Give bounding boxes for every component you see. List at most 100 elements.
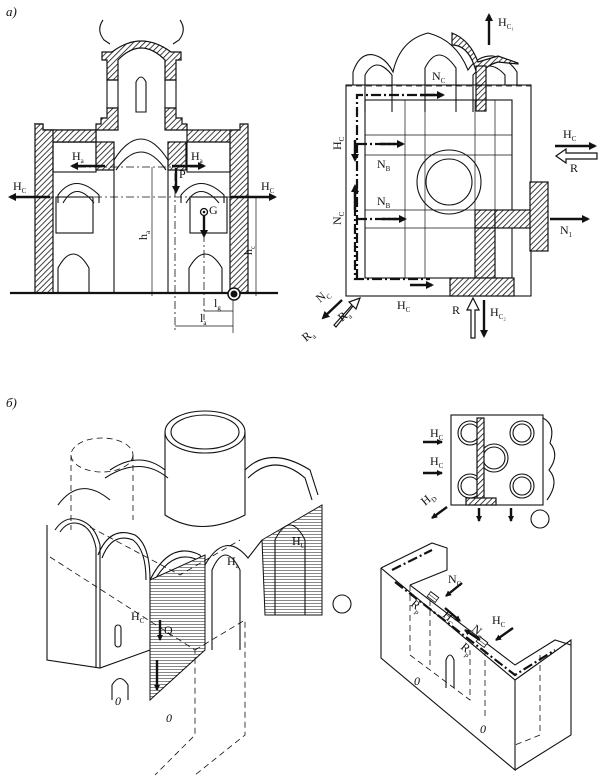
door-left xyxy=(57,253,90,293)
apse-left-inner xyxy=(364,64,393,112)
hatched-pier-2 xyxy=(494,209,533,229)
plan-outline xyxy=(345,84,532,297)
mini-column-4 xyxy=(509,473,535,499)
panel-a-plan: HC₁ NC HC NB NB NC HC R N1 HC R HC₂ NC R… xyxy=(299,13,598,346)
label-hc1: HC₁ xyxy=(498,15,514,31)
fragment-force-path xyxy=(391,549,556,677)
fragment-top-left xyxy=(380,542,448,586)
hatched-wall-right xyxy=(529,181,549,252)
mini-view-circle xyxy=(530,509,550,529)
arrow-nc-corner xyxy=(321,299,343,320)
fragment-right-face xyxy=(380,567,572,771)
side-arch-right-inner xyxy=(185,190,220,204)
apse-pier-hatched xyxy=(475,65,487,112)
drum-base-right xyxy=(164,107,188,131)
panel-a-section: а) xyxy=(6,4,278,333)
main-drum-inner xyxy=(170,414,240,450)
drum-top-wall xyxy=(101,40,182,81)
window-left xyxy=(55,196,94,234)
label-zero-2: 0 xyxy=(166,711,172,725)
panel-a-label: а) xyxy=(6,4,17,19)
fragment-hidden-edges xyxy=(409,585,541,746)
label-ha-axo: Ha xyxy=(227,554,240,570)
label-hc-axo-right: HC xyxy=(292,534,306,550)
centroid-g-dot xyxy=(202,210,206,214)
main-drum-body xyxy=(164,432,246,528)
arrow-r-right-hollow xyxy=(554,147,598,165)
label-hc-dimension: hc xyxy=(241,246,257,255)
arrow-fragment-nc-1 xyxy=(445,582,463,597)
back-arch-2b xyxy=(247,464,313,501)
door-right xyxy=(188,253,223,293)
apse-center-inner xyxy=(424,54,457,112)
facade-door xyxy=(111,677,129,700)
hatched-pier-3 xyxy=(474,227,496,279)
dome-ring-inner xyxy=(425,158,473,206)
side-arch-left xyxy=(57,182,100,203)
label-ha-right: Ha xyxy=(191,149,204,165)
mini-column-1-inner xyxy=(460,423,480,443)
drum-column-right xyxy=(164,79,177,109)
label-mini-hc-1: HC xyxy=(430,426,444,442)
drum-window xyxy=(135,76,147,113)
panel-b-mini-plan: HC HC HD xyxy=(418,414,556,529)
plan-inner-outline xyxy=(364,99,513,279)
arrow-r-bottom-hollow xyxy=(466,296,480,339)
back-arch-2 xyxy=(244,457,319,496)
label-fragment-zero-1: 0 xyxy=(414,674,420,688)
back-arch-3 xyxy=(57,488,111,506)
label-zero-1: 0 xyxy=(115,694,121,708)
label-ha-left: Ha xyxy=(72,149,85,165)
label-nb-upper: NB xyxy=(377,157,391,173)
force-path-nc-outer xyxy=(355,93,440,279)
label-hc-right-plan: HC xyxy=(563,127,577,143)
mini-column-2-inner xyxy=(512,423,532,443)
drum-base-left xyxy=(95,107,119,131)
phantom-drum-top xyxy=(70,437,134,473)
label-hc-bottom: HC xyxy=(397,298,411,314)
panel-b-wall-fragment: NC HC HC NC Rр Rр 0 0 xyxy=(380,542,572,772)
fragment-inner-edge xyxy=(409,584,572,666)
label-nc-corner: NC xyxy=(313,286,334,307)
front-left-facade xyxy=(46,525,151,669)
force-path-nc-lower xyxy=(353,188,430,281)
label-lg: lg xyxy=(214,296,221,312)
arch-front-3 xyxy=(149,550,206,581)
label-hc2: HC₂ xyxy=(490,305,506,321)
arrow-ra-hollow xyxy=(333,296,362,328)
pivot-point-inner xyxy=(230,290,238,298)
arrow-fragment-hc-2 xyxy=(495,627,514,641)
central-arch-inner xyxy=(115,151,167,171)
hatched-side-wall-1 xyxy=(149,554,206,702)
arch-front-2 xyxy=(97,531,151,581)
label-q: Q xyxy=(164,623,173,637)
hatched-wall-bottom xyxy=(449,277,515,297)
pier-cap-left xyxy=(95,141,115,171)
label-fragment-nc-1: NC xyxy=(448,572,462,588)
mini-plan-hatched-strip xyxy=(476,417,485,505)
outer-wall-right xyxy=(229,123,249,294)
label-nc-top: NC xyxy=(432,69,446,85)
side-arch-left-inner xyxy=(62,190,95,204)
fragment-front-face xyxy=(380,568,516,772)
apse-outer xyxy=(352,32,518,85)
back-arch-1b xyxy=(104,466,169,479)
label-mini-hc-2: HC xyxy=(430,454,444,470)
section-cut-top xyxy=(89,526,241,576)
arch-connector xyxy=(204,539,263,568)
label-ra-2: Ra xyxy=(299,326,318,346)
panel-b-label: б) xyxy=(6,395,17,410)
facade-window xyxy=(114,624,122,648)
mini-column-4-inner xyxy=(512,476,532,496)
main-drum-top xyxy=(164,410,246,454)
outer-wall-left xyxy=(34,123,54,294)
label-hc-left: HC xyxy=(13,179,27,195)
label-p: P xyxy=(179,167,186,181)
central-arch xyxy=(113,138,169,293)
label-r-bottom: R xyxy=(452,303,460,317)
arrow-fragment-nc-2 xyxy=(464,629,481,641)
mini-plan-apses xyxy=(542,417,556,501)
dome-outline-left xyxy=(99,19,111,45)
arch-front-1-inner xyxy=(59,522,97,667)
